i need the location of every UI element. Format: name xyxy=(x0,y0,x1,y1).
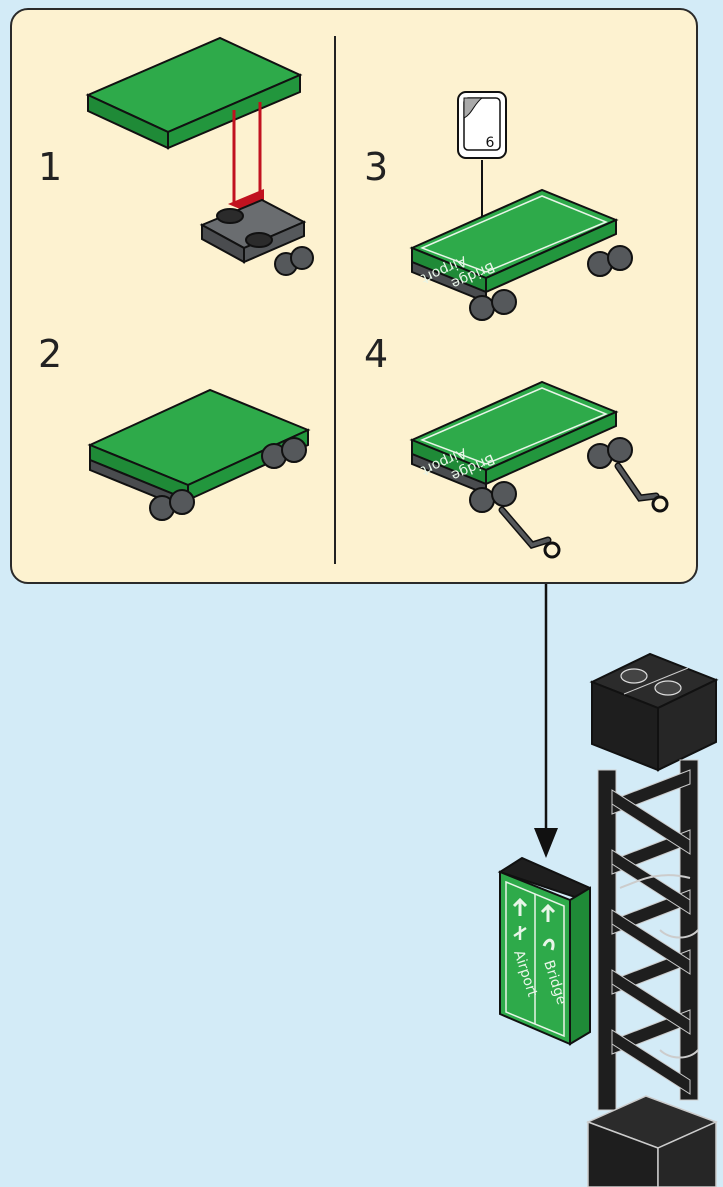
step-2-assembly xyxy=(87,388,311,521)
step-number-1: 1 xyxy=(38,145,63,189)
panel-divider xyxy=(334,36,336,564)
step-1-plate-dark-gray xyxy=(199,198,314,276)
sticker-number: 6 xyxy=(486,135,495,151)
steps-illustration: 6 Airport Bridge Airport Bridge xyxy=(85,36,669,559)
step-4-assembly: Airport Bridge xyxy=(409,380,669,559)
step-3-assembly: Airport Bridge xyxy=(409,188,633,321)
step-number-4: 4 xyxy=(364,332,389,376)
pointer-arrow-head xyxy=(534,828,558,858)
sticker-callout: 6 xyxy=(457,91,507,218)
sign-tower xyxy=(586,652,719,1187)
instruction-panel: 1 2 3 4 xyxy=(10,8,698,584)
step-number-2: 2 xyxy=(38,332,63,376)
step-number-3: 3 xyxy=(364,145,389,189)
mounted-sign: Airport Bridge xyxy=(497,856,591,1046)
